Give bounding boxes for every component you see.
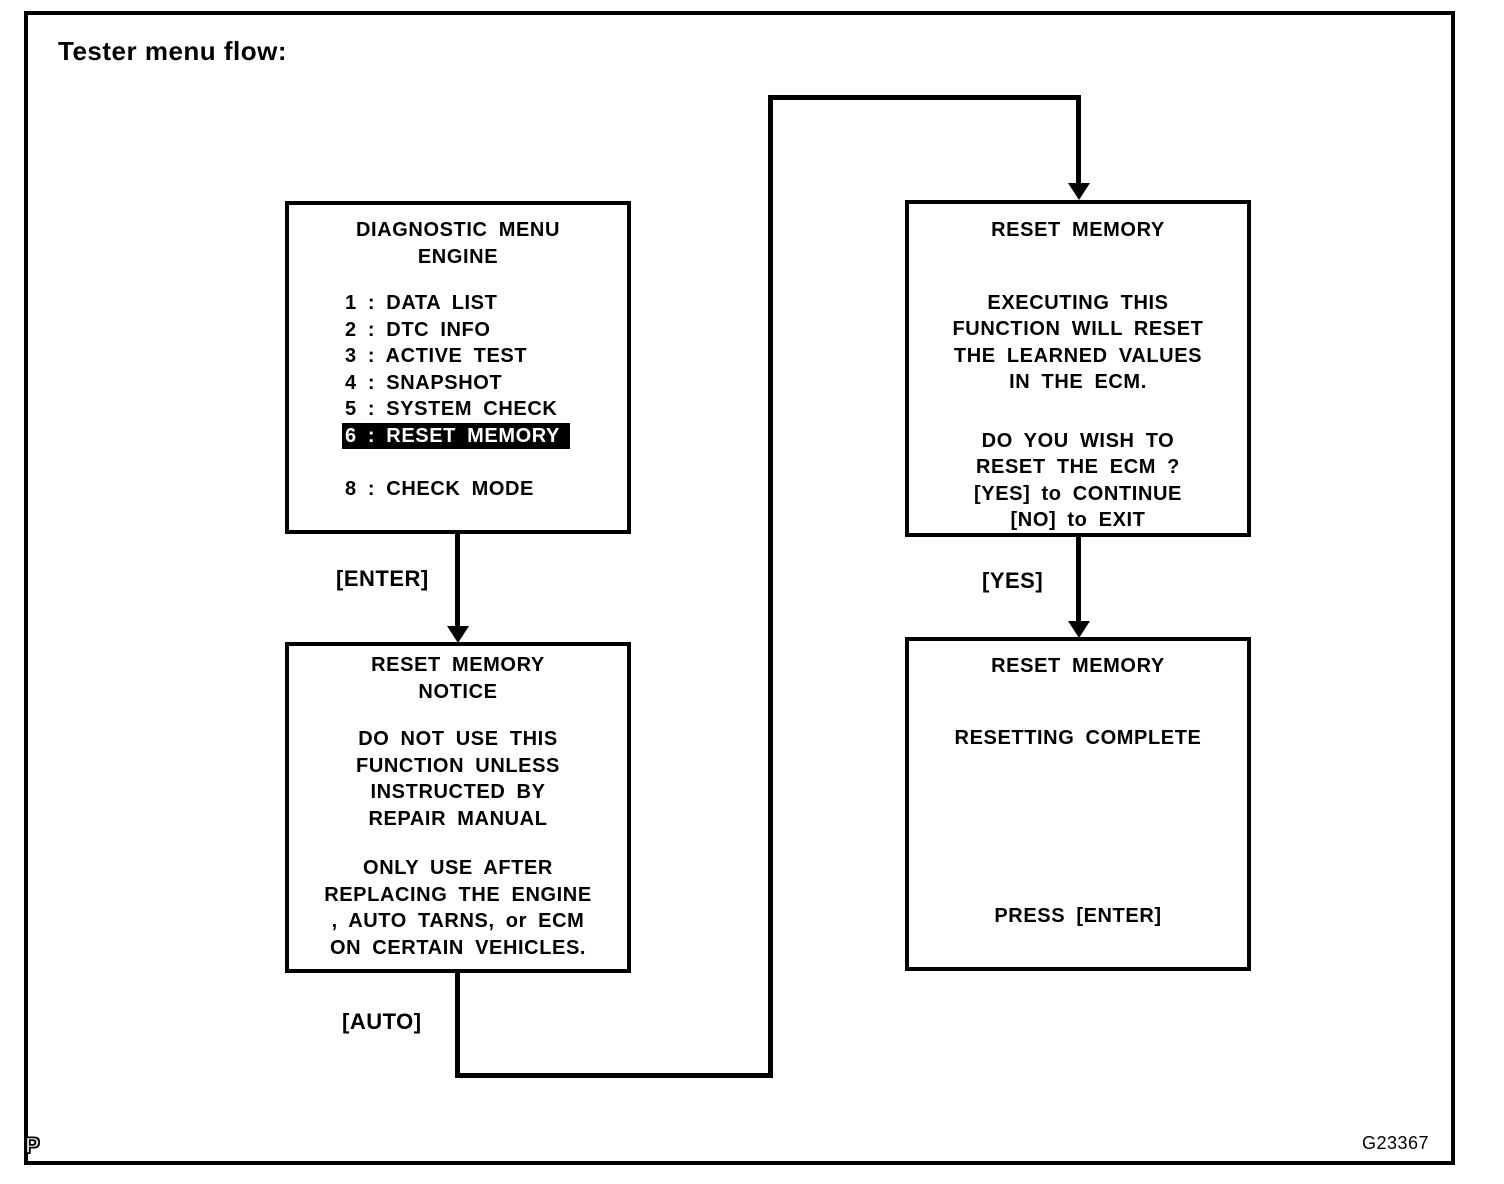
- menu-item-check-mode: 8 : CHECK MODE: [345, 478, 534, 500]
- reset-confirm-question-text: DO YOU WISH TO RESET THE ECM ? [YES] to …: [909, 428, 1247, 534]
- connector-auto-arrowhead: [1068, 183, 1090, 200]
- reset-memory-notice-screen: RESET MEMORY NOTICE DO NOT USE THIS FUNC…: [285, 642, 631, 973]
- reset-memory-confirm-screen: RESET MEMORY EXECUTING THIS FUNCTION WIL…: [905, 200, 1251, 537]
- page-marker: P: [24, 1132, 40, 1159]
- connector-enter-arrowhead: [447, 626, 469, 643]
- notice-line: , AUTO TARNS, or ECM: [331, 910, 585, 932]
- connector-auto-segment-down: [455, 973, 460, 1078]
- confirm-line: DO YOU WISH TO: [981, 429, 1175, 452]
- confirm-line: RESET THE ECM ?: [975, 456, 1180, 478]
- notice-line: DO NOT USE THIS: [358, 728, 558, 750]
- diagnostic-menu-title: DIAGNOSTIC MENU ENGINE: [289, 205, 627, 270]
- notice-line: INSTRUCTED BY: [370, 781, 546, 803]
- enter-key-label: [ENTER]: [336, 566, 429, 591]
- reset-confirm-title: RESET MEMORY: [991, 219, 1165, 241]
- menu-item-reset-memory-highlighted: 6 : RESET MEMORY: [342, 422, 570, 449]
- connector-auto-segment-top: [768, 95, 1081, 100]
- press-enter-instruction: PRESS [ENTER]: [994, 905, 1162, 927]
- notice-line: REPAIR MANUAL: [368, 807, 548, 830]
- diagnostic-menu-screen: DIAGNOSTIC MENU ENGINE 1 : DATA LIST 2 :…: [285, 201, 631, 534]
- auto-key-label: [AUTO]: [342, 1009, 422, 1034]
- reset-notice-title-line1: RESET MEMORY: [371, 654, 545, 676]
- confirm-line: EXECUTING THIS: [987, 291, 1169, 314]
- menu-item-system-check: 5 : SYSTEM CHECK: [345, 398, 558, 420]
- diagnostic-menu-title-line1: DIAGNOSTIC MENU: [356, 219, 560, 241]
- connector-enter-line: [455, 534, 460, 628]
- menu-item-snapshot: 4 : SNAPSHOT: [345, 371, 503, 394]
- connector-auto-segment-up: [768, 95, 773, 1078]
- connector-yes-line: [1076, 537, 1081, 623]
- connector-yes-arrowhead: [1068, 621, 1090, 638]
- confirm-line: IN THE ECM.: [1009, 371, 1147, 393]
- reset-confirm-info-text: EXECUTING THIS FUNCTION WILL RESET THE L…: [909, 290, 1247, 396]
- reset-notice-title: RESET MEMORY NOTICE: [289, 646, 627, 705]
- yes-key-label: [YES]: [982, 568, 1044, 593]
- reset-notice-warning-text: DO NOT USE THIS FUNCTION UNLESS INSTRUCT…: [289, 726, 627, 832]
- menu-item-dtc-info: 2 : DTC INFO: [345, 318, 491, 341]
- notice-line: ON CERTAIN VEHICLES.: [329, 936, 587, 959]
- reset-complete-screen: RESET MEMORY RESETTING COMPLETE PRESS [E…: [905, 637, 1251, 971]
- confirm-line: FUNCTION WILL RESET: [952, 318, 1204, 340]
- notice-line: FUNCTION UNLESS: [356, 754, 560, 777]
- diagram-border: [24, 11, 1455, 1165]
- confirm-line: THE LEARNED VALUES: [953, 344, 1203, 367]
- page-title: Tester menu flow:: [58, 36, 288, 66]
- connector-auto-segment-bottom: [455, 1073, 773, 1078]
- menu-item-data-list: 1 : DATA LIST: [345, 292, 498, 314]
- reset-notice-title-line2: NOTICE: [418, 680, 498, 703]
- resetting-complete-status: RESETTING COMPLETE: [954, 726, 1202, 749]
- reset-notice-usage-text: ONLY USE AFTER REPLACING THE ENGINE , AU…: [289, 855, 627, 961]
- notice-line: ONLY USE AFTER: [363, 857, 553, 879]
- connector-auto-segment-into-box: [1076, 95, 1081, 185]
- confirm-line: [NO] to EXIT: [1010, 509, 1146, 531]
- diagnostic-menu-title-line2: ENGINE: [417, 245, 499, 268]
- diagnostic-menu-list: 1 : DATA LIST 2 : DTC INFO 3 : ACTIVE TE…: [289, 290, 627, 503]
- notice-line: REPLACING THE ENGINE: [324, 883, 592, 906]
- menu-item-active-test: 3 : ACTIVE TEST: [345, 345, 528, 367]
- figure-code: G23367: [1362, 1133, 1430, 1153]
- reset-complete-title: RESET MEMORY: [991, 655, 1165, 677]
- confirm-line: [YES] to CONTINUE: [974, 482, 1182, 505]
